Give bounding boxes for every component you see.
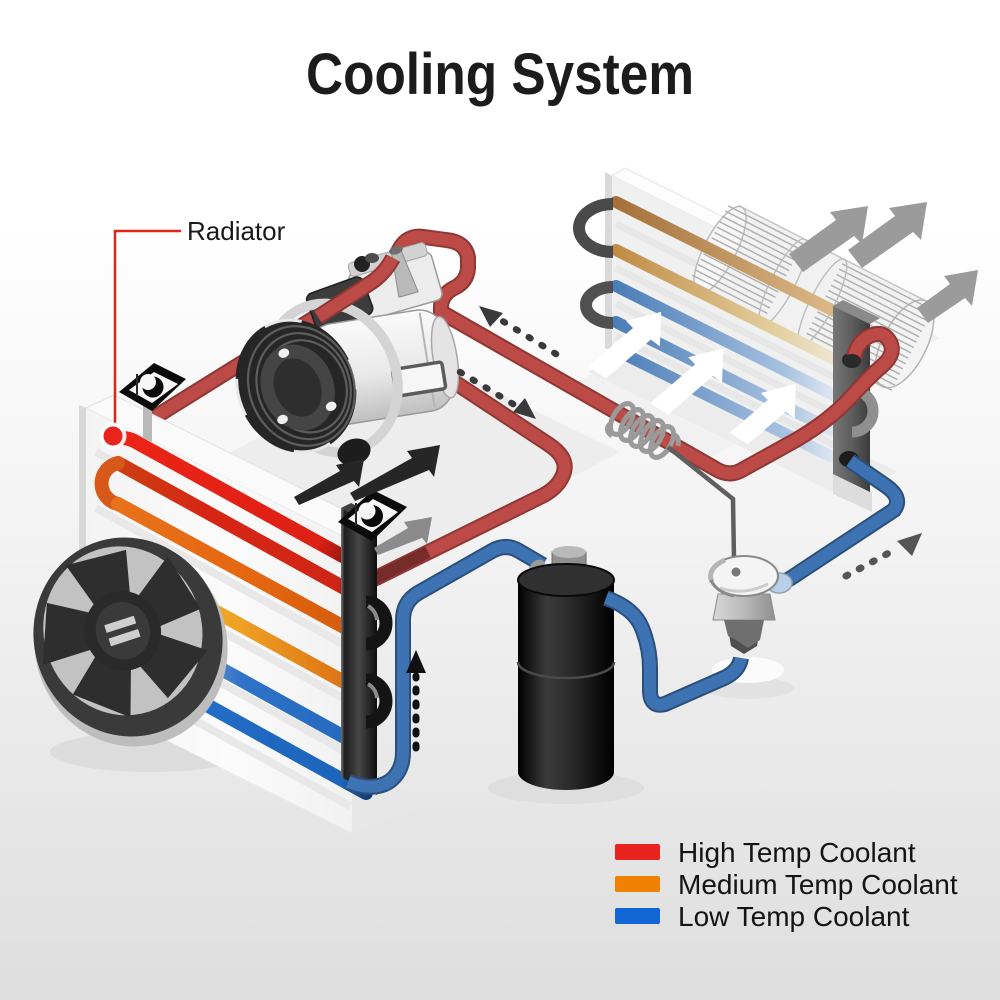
svg-text:Cooling System: Cooling System: [306, 42, 694, 107]
svg-text:Radiator: Radiator: [187, 216, 286, 246]
svg-text:Medium Temp Coolant: Medium Temp Coolant: [678, 869, 958, 900]
svg-text:High Temp Coolant: High Temp Coolant: [678, 837, 916, 868]
svg-text:Low Temp Coolant: Low Temp Coolant: [678, 901, 910, 932]
